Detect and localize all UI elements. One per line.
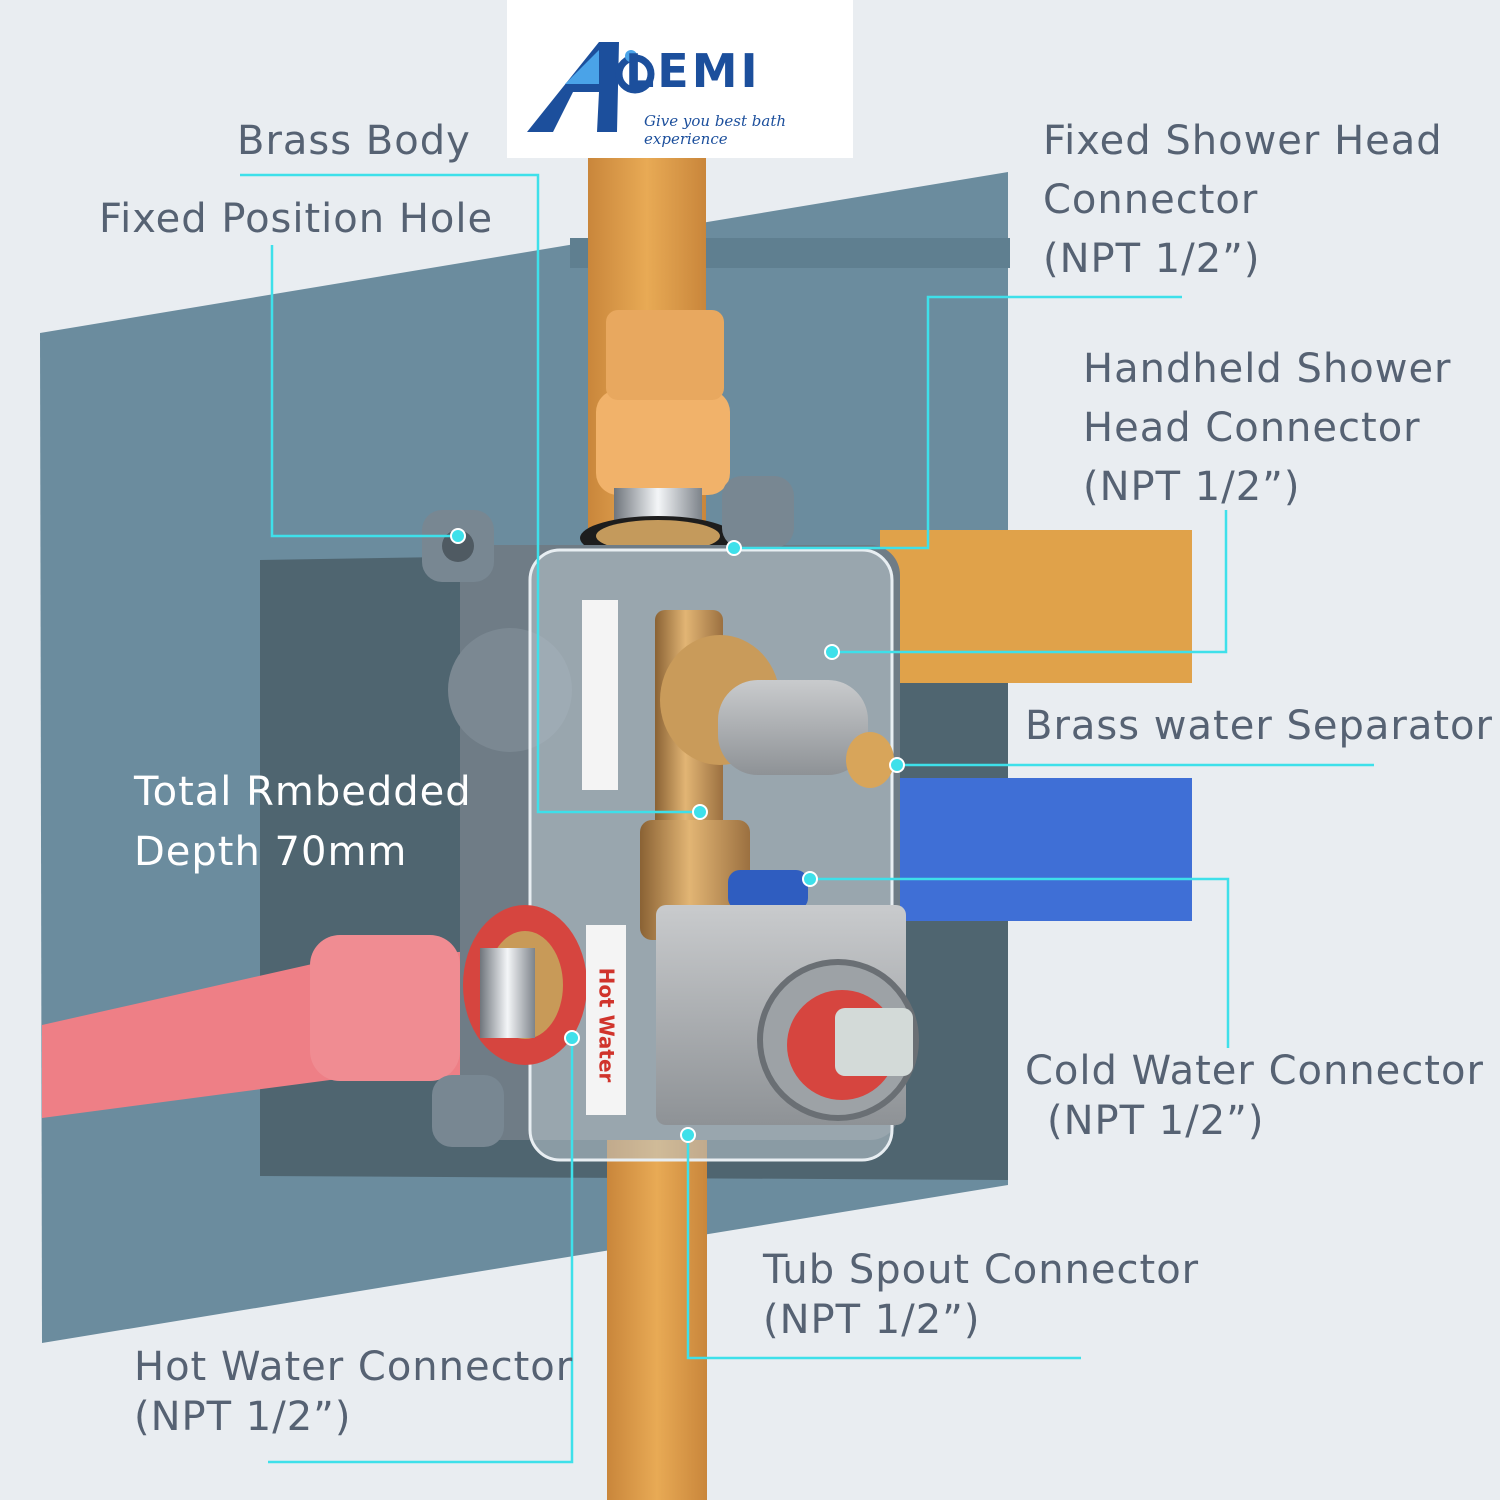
dot-handheld-shower (824, 644, 840, 660)
dot-cold-water (802, 871, 818, 887)
leader-dots (450, 528, 905, 1143)
top-pipe-fitting (596, 390, 730, 495)
top-pipe-collar (606, 310, 724, 400)
hot-water-tag-bg (586, 925, 626, 1115)
blue-cold-pipe (880, 778, 1192, 921)
dot-fixed-shower (726, 540, 742, 556)
label-fixed-shower: Fixed Shower Head Connector (NPT 1/2”) (1043, 118, 1443, 282)
leader-fixed-position-hole (270, 245, 458, 538)
label-brass-body: Brass Body (237, 118, 471, 164)
label-brass-separator: Brass water Separator (1025, 703, 1493, 749)
fixed-position-hole (442, 530, 474, 562)
cover-size-strip (582, 600, 618, 790)
diverter-spline (846, 732, 894, 788)
label-cold-water: Cold Water Connector (NPT 1/2”) (1025, 1048, 1484, 1144)
leader-brass-body (240, 173, 700, 814)
red-pipe-fitting (310, 935, 460, 1081)
leader-cold-water (810, 877, 1230, 1048)
label-tub-spout: Tub Spout Connector (NPT 1/2”) (763, 1247, 1200, 1343)
dot-brass-separator (889, 757, 905, 773)
handheld-orange-pipe (880, 530, 1192, 683)
leader-hot-water (268, 1038, 574, 1464)
bracket-ear-top-right (722, 476, 794, 548)
logo-a-mark-icon (527, 42, 655, 132)
leader-tub-spout (686, 1135, 1081, 1360)
cartridge-spindle (835, 1008, 913, 1076)
diverter-stem (718, 680, 868, 775)
dot-tub-spout (680, 1127, 696, 1143)
label-embedded-depth: Total Rmbedded Depth 70mm (134, 769, 472, 875)
bracket-ear-bottom-left (432, 1075, 504, 1147)
dot-brass-body (692, 804, 708, 820)
leader-handheld-shower (832, 510, 1228, 654)
logo-wordmark: LEMI (625, 44, 761, 98)
dot-fixed-position-hole (450, 528, 466, 544)
bottom-orange-pipe (607, 1140, 707, 1500)
leader-lines (240, 173, 1374, 1464)
label-fixed-position-hole: Fixed Position Hole (99, 196, 494, 242)
leader-fixed-shower (734, 295, 1182, 550)
label-handheld-shower: Handheld Shower Head Connector (NPT 1/2”… (1083, 346, 1452, 510)
logo-tagline: Give you best bath experience (644, 112, 787, 148)
hot-water-tag: Hot Water (586, 950, 626, 1100)
top-gasket-ring (596, 520, 720, 552)
dot-hot-water (564, 1030, 580, 1046)
cold-inlet-fitting (728, 870, 808, 910)
hot-inlet-chrome-nipple (480, 948, 535, 1038)
brand-logo: LEMI Give you best bath experience (507, 0, 853, 158)
label-hot-water: Hot Water Connector (NPT 1/2”) (134, 1344, 574, 1440)
hot-water-tag-text: Hot Water (594, 967, 618, 1083)
